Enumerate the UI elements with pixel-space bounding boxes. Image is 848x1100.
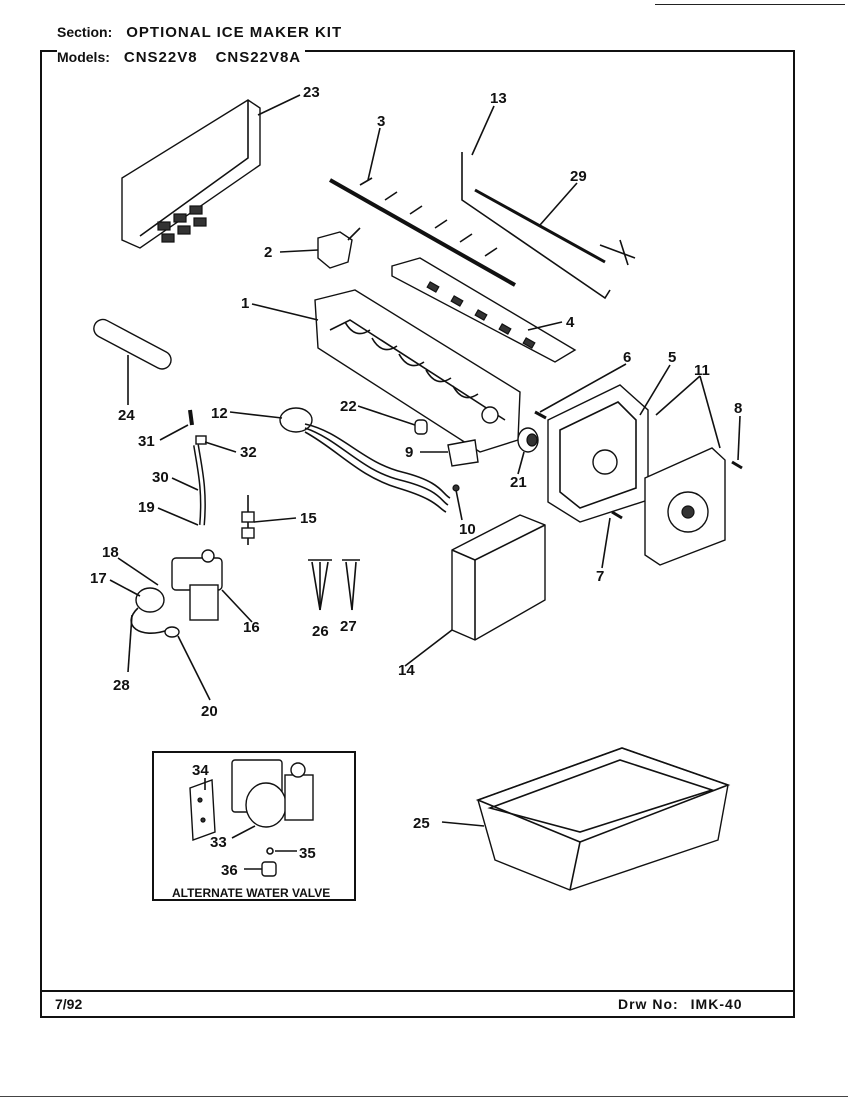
leader-lines bbox=[109, 94, 741, 870]
label-8: 8 bbox=[734, 400, 742, 417]
label-20: 20 bbox=[201, 703, 218, 720]
label-31: 31 bbox=[138, 433, 155, 450]
part-25-ice-bin bbox=[475, 747, 731, 891]
part-27-screws bbox=[342, 559, 360, 611]
part-3-ejector bbox=[329, 177, 516, 287]
label-12: 12 bbox=[211, 405, 228, 422]
label-27: 27 bbox=[340, 618, 357, 635]
label-18: 18 bbox=[102, 544, 119, 561]
part-5-housing bbox=[547, 384, 649, 523]
label-30: 30 bbox=[152, 469, 169, 486]
label-1: 1 bbox=[241, 295, 249, 312]
part-30-fill-tube bbox=[188, 409, 207, 526]
part-16-water-valve bbox=[130, 549, 223, 638]
part-2-bracket bbox=[317, 227, 361, 269]
label-19: 19 bbox=[138, 499, 155, 516]
label-2: 2 bbox=[264, 244, 272, 261]
label-7: 7 bbox=[596, 568, 604, 585]
part-6-screw bbox=[534, 410, 547, 420]
label-35: 35 bbox=[299, 845, 316, 862]
label-34: 34 bbox=[192, 762, 209, 779]
label-24: 24 bbox=[118, 407, 135, 424]
model-2: CNS22V8A bbox=[215, 49, 302, 66]
model-1: CNS22V8 bbox=[123, 49, 198, 66]
footer-rule bbox=[40, 990, 795, 992]
label-33: 33 bbox=[210, 834, 227, 851]
label-10: 10 bbox=[459, 521, 476, 538]
label-36: 36 bbox=[221, 862, 238, 879]
label-11: 11 bbox=[694, 362, 710, 379]
drawing-number-label: Drw No: bbox=[618, 996, 679, 1012]
section-value: OPTIONAL ICE MAKER KIT bbox=[126, 24, 343, 41]
bottom-edge-rule bbox=[0, 1096, 848, 1097]
label-9: 9 bbox=[405, 444, 413, 461]
label-16: 16 bbox=[243, 619, 260, 636]
section-heading: Section: OPTIONAL ICE MAKER KIT bbox=[57, 24, 342, 41]
part-8-screw bbox=[731, 460, 743, 470]
part-4-stripper bbox=[391, 257, 577, 363]
part-24-tube bbox=[93, 318, 172, 370]
section-label: Section: bbox=[57, 24, 113, 40]
revision-date: 7/92 bbox=[55, 996, 83, 1012]
label-26: 26 bbox=[312, 623, 329, 640]
label-4: 4 bbox=[566, 314, 575, 331]
label-28: 28 bbox=[113, 677, 130, 694]
part-21-gear bbox=[517, 427, 539, 453]
label-21: 21 bbox=[510, 474, 527, 491]
label-17: 17 bbox=[90, 570, 107, 587]
label-25: 25 bbox=[413, 815, 430, 832]
part-number-labels: 23 3 13 29 2 4 1 6 5 11 8 12 22 9 10 21 … bbox=[90, 84, 742, 879]
part-22 bbox=[414, 419, 428, 435]
label-6: 6 bbox=[623, 349, 631, 366]
models-heading: Models: CNS22V8 CNS22V8A bbox=[57, 49, 306, 66]
drawing-number: Drw No: IMK-40 bbox=[618, 996, 743, 1012]
label-5: 5 bbox=[668, 349, 676, 366]
inset-caption: ALTERNATE WATER VALVE bbox=[172, 886, 330, 900]
part-23-cover bbox=[121, 99, 261, 249]
part-13-bracket bbox=[461, 152, 636, 300]
diagram-frame bbox=[40, 50, 795, 1018]
part-15-connector bbox=[241, 495, 255, 545]
label-32: 32 bbox=[240, 444, 257, 461]
part-12-harness bbox=[279, 407, 451, 513]
label-23: 23 bbox=[303, 84, 320, 101]
models-label: Models: bbox=[57, 49, 110, 65]
label-13: 13 bbox=[490, 90, 507, 107]
label-29: 29 bbox=[570, 168, 587, 185]
part-7-screw bbox=[611, 510, 623, 520]
label-15: 15 bbox=[300, 510, 317, 527]
label-14: 14 bbox=[398, 662, 415, 679]
part-26-screws bbox=[308, 559, 332, 611]
part-11-motor bbox=[644, 447, 726, 566]
label-22: 22 bbox=[340, 398, 357, 415]
top-edge-rule bbox=[655, 4, 845, 5]
drawing-number-value: IMK-40 bbox=[690, 996, 743, 1012]
label-3: 3 bbox=[377, 113, 385, 130]
part-9 bbox=[447, 439, 479, 467]
